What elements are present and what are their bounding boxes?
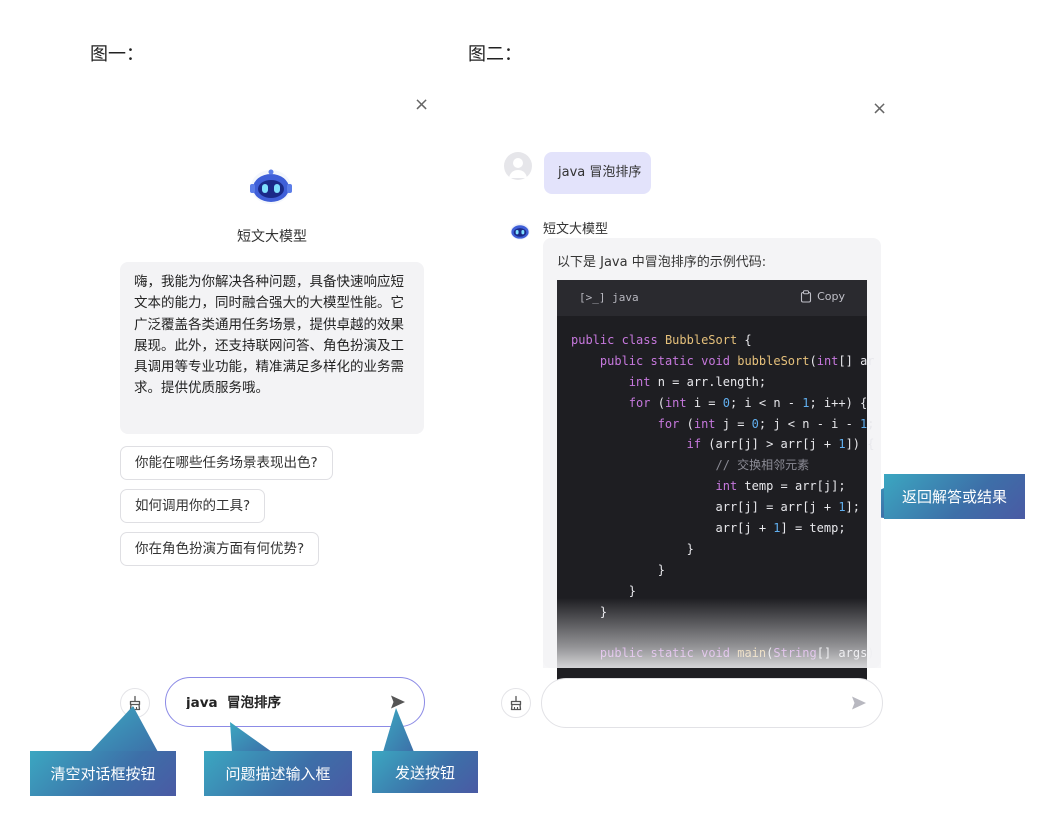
broom-icon (129, 695, 141, 711)
code-line: if (arr[j] > arr[j + 1]) { (686, 437, 875, 452)
user-icon (509, 158, 527, 178)
suggestion-chip-tasks[interactable]: 你能在哪些任务场景表现出色? (120, 446, 333, 480)
clipboard-icon (801, 290, 812, 303)
send-arrow-icon (852, 696, 866, 710)
question-input-box[interactable] (165, 677, 425, 727)
figure2-label: 图二： (468, 44, 522, 65)
code-line: for (int i = 0; i < n - 1; i++) { (628, 395, 868, 410)
code-line: int temp = arr[j]; (715, 479, 846, 494)
robot-icon (510, 223, 530, 240)
annotation-clear-button: 清空对话框按钮 (30, 751, 176, 796)
user-avatar (504, 152, 532, 180)
question-input[interactable] (562, 694, 822, 710)
question-input-box[interactable] (541, 678, 883, 728)
clear-chat-button[interactable] (120, 688, 150, 718)
annotation-send-button: 发送按钮 (372, 751, 478, 793)
bot-name: 短文大模型 (543, 222, 609, 237)
code-line: arr[j] = arr[j + 1]; (571, 500, 860, 515)
robot-icon (250, 169, 292, 204)
code-line: int n = arr.length; (628, 374, 767, 389)
close-icon[interactable]: × (414, 94, 430, 115)
code-line: // 交换相邻元素 (571, 458, 810, 473)
close-icon[interactable]: × (872, 98, 888, 119)
copy-button[interactable]: Copy (800, 290, 845, 303)
code-line: public class BubbleSort { (571, 333, 752, 347)
answer-card: 以下是 Java 中冒泡排序的示例代码: [>_] java Copy publ… (543, 238, 881, 680)
intro-message: 嗨，我能为你解决各种问题，具备快速响应短文本的能力，同时融合强大的大模型性能。它… (120, 262, 424, 434)
send-arrow-icon (391, 695, 405, 709)
suggestion-chip-tools[interactable]: 如何调用你的工具? (120, 489, 266, 523)
suggestion-chip-roleplay[interactable]: 你在角色扮演方面有何优势? (120, 532, 320, 566)
send-button[interactable] (388, 692, 408, 712)
answer-intro: 以下是 Java 中冒泡排序的示例代码: (557, 255, 767, 270)
code-line: arr[j + 1] = temp; (571, 521, 846, 536)
question-input[interactable] (186, 693, 366, 709)
copy-label: Copy (817, 290, 845, 303)
code-fade-overlay (543, 598, 881, 668)
user-message: java 冒泡排序 (544, 152, 651, 194)
send-button[interactable] (849, 693, 869, 713)
annotation-input-box: 问题描述输入框 (204, 751, 352, 796)
code-line: } (571, 562, 665, 577)
code-line: } (571, 583, 637, 598)
code-line: for (int j = 0; j < n - i - 1; (657, 416, 875, 431)
code-line: public static void bubbleSort(int[] ar (599, 353, 875, 368)
figure1-label: 图一： (90, 44, 144, 65)
code-language: [>_] java (579, 291, 639, 304)
bot-name: 短文大模型 (237, 229, 307, 245)
code-header: [>_] java Copy (557, 280, 867, 316)
code-line: } (571, 541, 694, 556)
broom-icon (510, 695, 522, 711)
annotation-result: 返回解答或结果 (884, 474, 1025, 519)
clear-chat-button[interactable] (501, 688, 531, 718)
